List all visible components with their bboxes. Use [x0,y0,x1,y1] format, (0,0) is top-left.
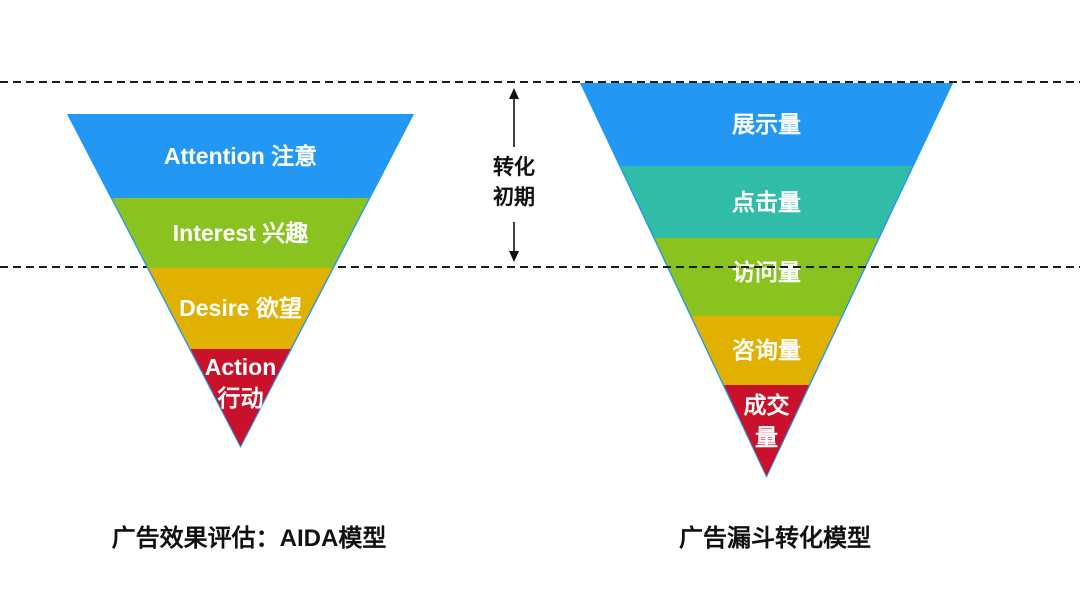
conversion-early-stage-line1: 转化 [493,156,535,179]
aida-layer-desire-label: Desire 欲望 [179,295,302,321]
conversion-early-stage-line2: 初期 [493,186,535,209]
conversion-layer-inquiries [691,316,842,385]
conversion-layer-deals-label-line2: 量 [755,424,778,450]
aida-layer-action [190,349,291,446]
conversion-layer-inquiries-label: 咨询量 [732,337,801,363]
aida-layer-interest-label: Interest 兴趣 [173,220,309,246]
aida-layer-action-label: Action [205,354,277,380]
aida-layer-attention [67,114,414,198]
conversion-layer-deals [724,385,809,476]
aida-layer-action-label-line2: 行动 [217,385,264,411]
conversion-layer-visits-label: 访问量 [732,259,801,285]
conversion-layer-clicks-label: 点击量 [732,189,801,215]
middle-dashed-guide-line [0,266,1080,268]
conversion-funnel: 展示量 点击量 访问量 咨询量 成交 量 [580,83,953,478]
aida-funnel-caption: 广告效果评估：AIDA模型 [111,525,387,552]
conversion-early-stage-label: 转化 初期 [464,153,564,213]
aida-layer-interest [112,198,369,268]
conversion-layer-clicks [620,166,913,238]
double-headed-arrow-icon [509,88,519,262]
aida-layer-desire [148,268,333,349]
conversion-layer-deals-label: 成交 [744,392,790,418]
conversion-funnel-caption: 广告漏斗转化模型 [679,525,871,552]
conversion-layer-impressions-label: 展示量 [732,111,801,137]
conversion-layer-impressions [580,83,953,166]
aida-layer-attention-label: Attention 注意 [164,143,317,169]
conversion-layer-visits [654,238,879,316]
top-dashed-guide-line [0,81,1080,83]
aida-funnel: Attention 注意 Interest 兴趣 Desire 欲望 Actio… [67,114,414,448]
